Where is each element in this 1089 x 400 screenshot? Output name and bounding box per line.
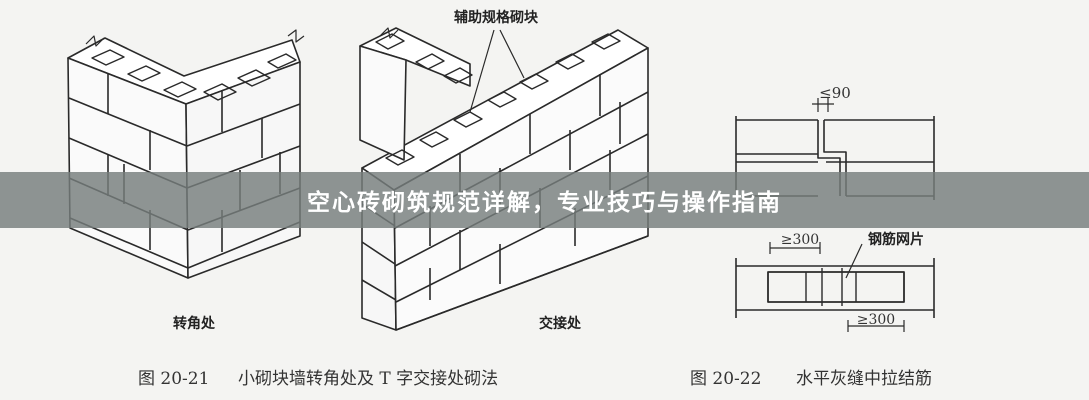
fig2-caption-number: 图 20-22: [690, 369, 761, 389]
tjunction-label: 交接处: [539, 315, 582, 332]
tiebar-detail-bottom: [735, 242, 935, 332]
dim-top-label: ≤90: [819, 84, 851, 102]
title-banner: 空心砖砌筑规范详解，专业技巧与操作指南: [0, 172, 1089, 228]
dim-left-label: ≥300: [781, 232, 819, 248]
fig1-caption-text: 小砌块墙转角处及 T 字交接处砌法: [238, 369, 498, 389]
banner-title: 空心砖砌筑规范详解，专业技巧与操作指南: [307, 190, 782, 216]
aux-block-label: 辅助规格砌块: [454, 9, 539, 26]
corner-wall-drawing: [67, 29, 305, 279]
fig1-caption-number: 图 20-21: [138, 369, 209, 389]
fig2-caption-text: 水平灰缝中拉结筋: [796, 369, 932, 389]
mesh-label: 钢筋网片: [868, 231, 924, 248]
dim-bottom-label: ≥300: [857, 312, 895, 328]
corner-label: 转角处: [173, 315, 216, 332]
